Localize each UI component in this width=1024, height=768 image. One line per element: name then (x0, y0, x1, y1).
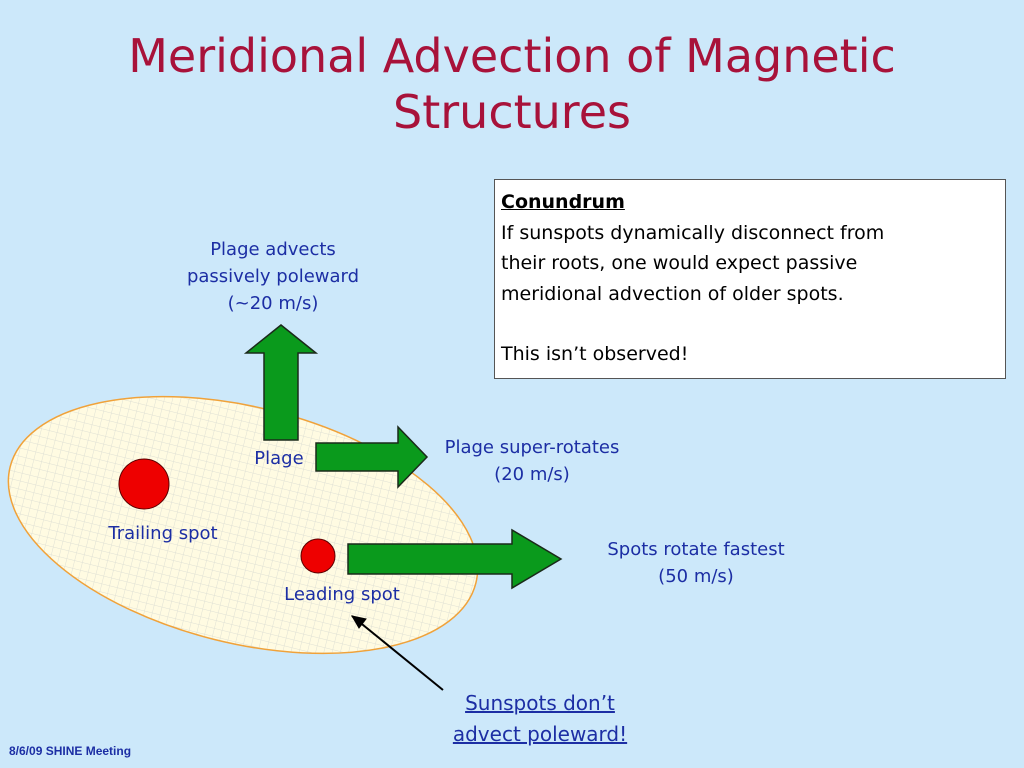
leading-sunspot-icon (300, 538, 336, 574)
sunspot-note: Sunspots don’t advect poleward! (420, 688, 660, 750)
title-line-1: Meridional Advection of Magnetic (128, 29, 896, 83)
plage-label: Plage (254, 448, 304, 469)
conundrum-conclusion: This isn’t observed! (501, 343, 689, 365)
conundrum-text-line: their roots, one would expect passive (501, 252, 858, 274)
spots-fastest-label: Spots rotate fastest (50 m/s) (576, 536, 816, 590)
poleward-label: Plage advects passively poleward (~20 m/… (164, 236, 382, 317)
slide-footer: 8/6/09 SHINE Meeting (9, 744, 132, 758)
slide-title: Meridional Advection of Magnetic Structu… (0, 28, 1024, 140)
super-rotates-label: Plage super-rotates (20 m/s) (422, 434, 642, 488)
conundrum-text-line: If sunspots dynamically disconnect from (501, 221, 885, 244)
title-line-2: Structures (393, 85, 631, 139)
pointer-line (351, 615, 444, 691)
note-line: Sunspots don’t (465, 691, 615, 715)
arrow-right-icon (347, 528, 563, 590)
conundrum-text-line: meridional advection of older spots. (501, 282, 844, 305)
conundrum-box: Conundrum If sunspots dynamically discon… (494, 179, 1006, 379)
note-line: advect poleward! (452, 722, 628, 746)
pointer-arrowhead (350, 615, 367, 629)
active-region-ellipse (7, 395, 479, 655)
poleward-label-line: Plage advects (210, 239, 336, 260)
spots-fastest-line: (50 m/s) (658, 566, 734, 587)
super-rotates-line: (20 m/s) (494, 464, 570, 485)
trailing-spot-label: Trailing spot (108, 523, 218, 544)
poleward-label-line: (~20 m/s) (227, 293, 319, 314)
conundrum-heading: Conundrum (501, 191, 625, 213)
leading-spot-label: Leading spot (284, 584, 400, 605)
arrow-right-icon (315, 425, 429, 489)
super-rotates-line: Plage super-rotates (444, 437, 620, 458)
spots-fastest-line: Spots rotate fastest (607, 539, 785, 560)
arrow-up-icon (243, 324, 319, 441)
poleward-label-line: passively poleward (186, 266, 360, 287)
trailing-sunspot-icon (118, 458, 170, 510)
